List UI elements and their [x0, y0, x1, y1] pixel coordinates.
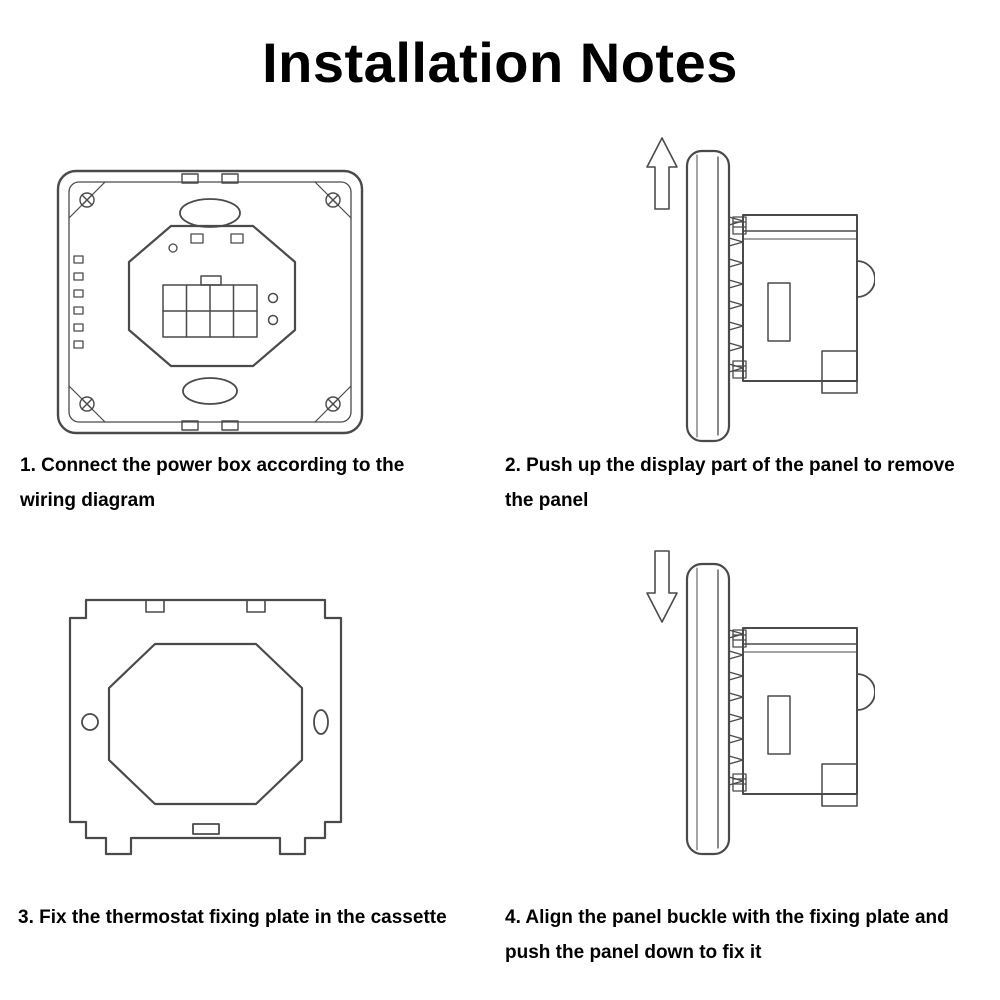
bottom-slot [192, 823, 220, 835]
right-screw-hole [313, 709, 329, 735]
down-arrow-icon [646, 550, 678, 623]
fixing-plate-diagram [68, 598, 343, 856]
page-title: Installation Notes [262, 31, 738, 94]
step-3-caption: 3. Fix the thermostat fixing plate in th… [18, 907, 447, 928]
up-arrow-icon [646, 137, 678, 210]
step-4-caption: 4. Align the panel buckle with the fixin… [505, 907, 949, 964]
panel-clip-teeth [728, 216, 744, 373]
panel-clip-teeth [728, 629, 744, 786]
buckle-screws [732, 216, 747, 379]
power-box-side [742, 214, 875, 394]
left-screw-hole [81, 713, 99, 731]
panel-push-down-diagram [646, 550, 875, 856]
panel-push-up-diagram [646, 137, 875, 443]
panel-side-profile [685, 562, 731, 856]
plate-center-opening [107, 642, 304, 806]
buckle-screws [732, 629, 747, 792]
step-2-caption: 2. Push up the display part of the panel… [505, 455, 955, 512]
corner-screw-icons [79, 192, 341, 412]
terminal-block [162, 275, 279, 338]
step-1-caption: 1. Connect the power box according to th… [20, 455, 405, 512]
power-box-back-diagram [56, 169, 364, 435]
power-box-side [742, 627, 875, 807]
panel-side-profile [685, 149, 731, 443]
